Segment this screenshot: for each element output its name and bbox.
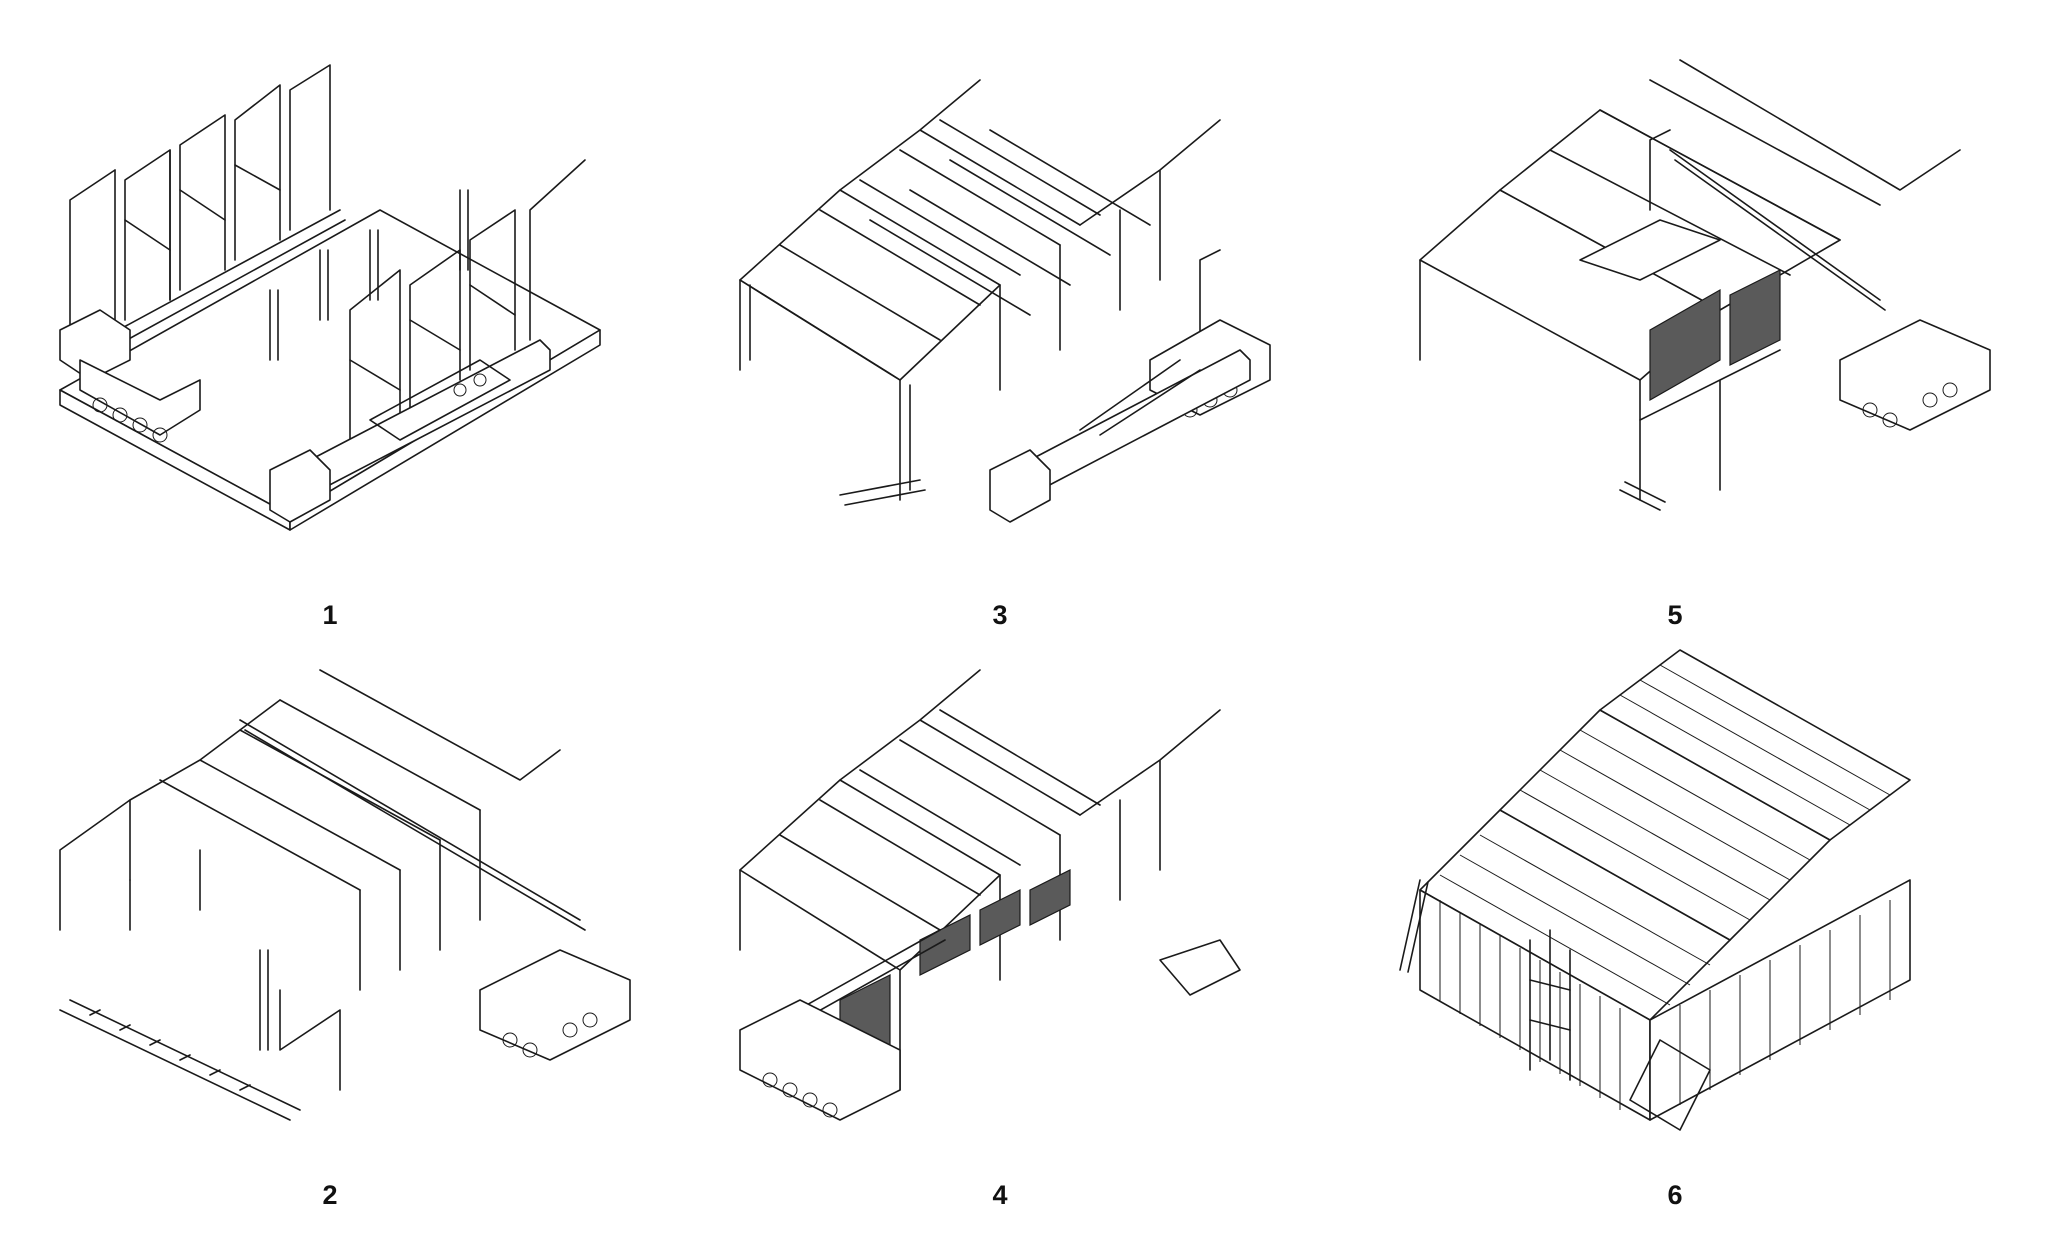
wall-panel: [1649, 288, 1721, 402]
mobile-crane: [739, 929, 946, 1121]
scaffold: [1529, 929, 1571, 1081]
step-6-drawing: [1399, 649, 1911, 1131]
step-label-3: 3: [992, 600, 1008, 630]
step-1-panel: 1: [40, 60, 620, 630]
step-label-5: 5: [1667, 600, 1683, 630]
beam-on-ground: [1619, 481, 1666, 511]
step-5-drawing: [1419, 59, 1991, 511]
mobile-crane: [239, 719, 631, 1061]
step-label-4: 4: [992, 1180, 1008, 1210]
step-5-panel: 5: [1400, 59, 2020, 630]
step-6-panel: 6: [1399, 649, 2020, 1210]
mobile-crane: [1669, 149, 1991, 431]
ladder: [1399, 879, 1429, 973]
clad-building: [1419, 649, 1911, 1121]
step-4-drawing: [739, 669, 1241, 1121]
roof-panel-lift: [1579, 129, 1721, 281]
frames-right: [349, 159, 586, 451]
roof-frames: [739, 669, 1221, 1091]
step-4-panel: 4: [720, 650, 1300, 1210]
step-2-drawing: [59, 669, 631, 1121]
step-label-2: 2: [322, 1180, 338, 1210]
column: [259, 949, 269, 1051]
truck-trailer: [989, 349, 1251, 523]
skip-container: [1159, 939, 1241, 996]
step-1-drawing: [59, 64, 601, 531]
step-3-drawing: [739, 79, 1271, 523]
roof-truss-on-ground: [59, 999, 301, 1121]
cladding-panel-stack: [1629, 1039, 1711, 1131]
step-3-panel: 3: [720, 60, 1300, 630]
beam-on-ground: [839, 479, 926, 506]
building-frame: [1419, 59, 1961, 501]
step-2-panel: 2: [40, 650, 631, 1210]
step-label-1: 1: [322, 600, 338, 630]
frames-left: [69, 64, 331, 351]
step-label-6: 6: [1667, 1180, 1683, 1210]
roof-frames: [739, 79, 1221, 501]
truck-trailer: [269, 339, 551, 523]
roof-frames: [59, 669, 561, 1091]
columns: [269, 189, 469, 361]
mobile-crane: [59, 209, 346, 443]
